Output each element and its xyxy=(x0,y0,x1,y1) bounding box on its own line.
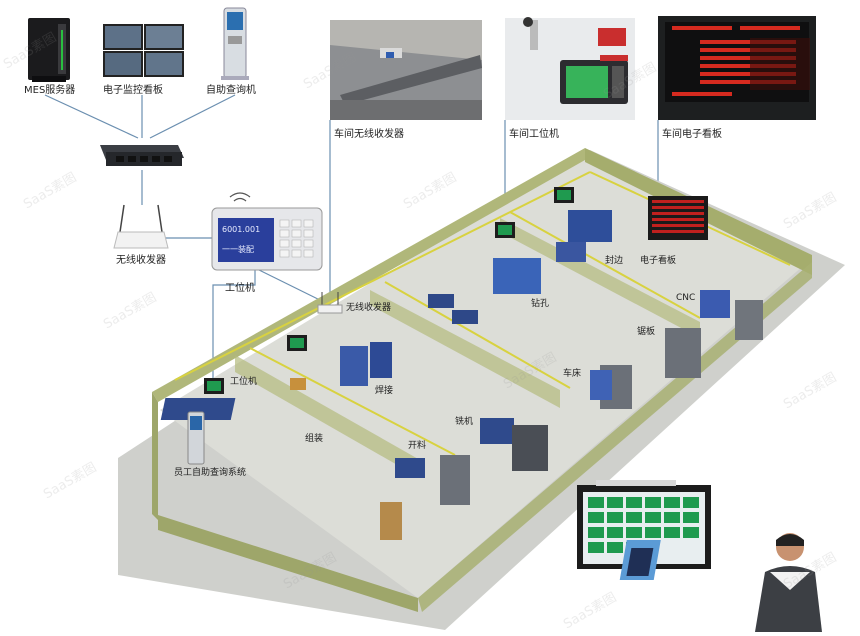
label-photo-display: 车间电子看板 xyxy=(662,129,722,140)
label-mes-server: MES服务器 xyxy=(24,85,76,96)
floor-label-cutting: 开料 xyxy=(408,441,427,451)
floor-label-wireless: 无线收发器 xyxy=(346,303,392,313)
photo-workshop-terminal xyxy=(505,17,635,120)
mes-server-icon xyxy=(28,18,70,82)
operator-person xyxy=(619,533,822,632)
factory-floor xyxy=(118,148,845,630)
label-workstation: 工位机 xyxy=(225,283,255,294)
terminal-screen-line2: 一一装配 xyxy=(222,245,254,254)
floor-label-staff-query: 员工自助查询系统 xyxy=(174,468,247,478)
floor-label-edge-sealing: 封边 xyxy=(605,256,624,266)
photo-wireless-transceiver xyxy=(330,20,482,120)
label-monitor-board: 电子监控看板 xyxy=(103,85,163,96)
floor-label-lathe: 车床 xyxy=(563,369,582,379)
machinery xyxy=(160,210,763,540)
factory-kiosk-icon xyxy=(187,411,205,465)
floor-label-welding: 焊接 xyxy=(375,386,394,396)
wall-terminals xyxy=(204,187,574,394)
floor-label-drilling: 钻孔 xyxy=(531,299,550,309)
wifi-icon xyxy=(229,192,251,202)
label-kiosk: 自助查询机 xyxy=(206,85,256,96)
floor-wireless-icon xyxy=(317,292,343,314)
photo-workshop-display xyxy=(658,16,816,120)
label-photo-terminal: 车间工位机 xyxy=(509,129,559,140)
terminal-device-icon xyxy=(211,207,323,271)
network-switch-icon xyxy=(100,145,184,166)
label-photo-wireless: 车间无线收发器 xyxy=(334,129,404,140)
wireless-router-icon xyxy=(113,204,169,249)
monitor-wall-icon xyxy=(103,24,184,77)
floor-label-sawing: 锯板 xyxy=(637,327,656,337)
floor-label-cnc: CNC xyxy=(676,293,696,303)
label-wireless-transceiver: 无线收发器 xyxy=(116,255,166,266)
floor-label-milling: 铣机 xyxy=(455,417,474,427)
floor-label-electronic-board: 电子看板 xyxy=(640,256,677,266)
wall-led-board xyxy=(648,196,708,240)
floor-label-assembly: 组装 xyxy=(305,434,324,444)
floor-label-workstation: 工位机 xyxy=(230,377,258,387)
terminal-screen-line1: 6001.001 xyxy=(222,225,261,234)
kiosk-icon xyxy=(221,7,249,80)
